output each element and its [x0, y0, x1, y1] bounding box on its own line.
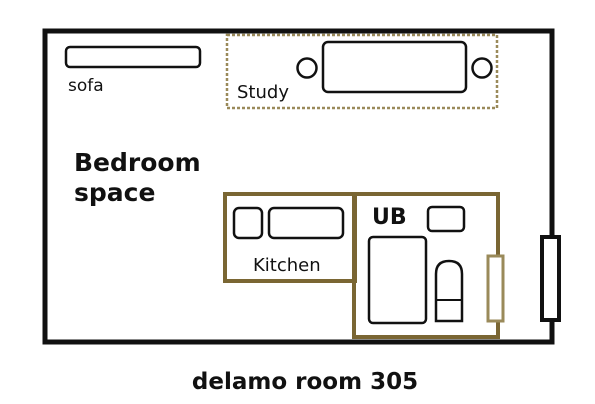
- bathtub: [367, 235, 428, 325]
- bath-sink: [426, 205, 466, 233]
- kitchen-sink: [267, 206, 345, 240]
- window: [540, 235, 561, 322]
- study-zone: [225, 33, 499, 110]
- kitchen-stove: [232, 206, 264, 240]
- bath-door: [486, 254, 505, 323]
- kitchen-label: Kitchen: [253, 255, 321, 276]
- outer-wall: [42, 28, 555, 345]
- ub-label: UB: [372, 205, 407, 230]
- study-label: Study: [237, 82, 289, 103]
- bedroom-label-line2: space: [74, 178, 155, 207]
- study-chair-left: [296, 57, 318, 79]
- bedroom-label-line1: Bedroom: [74, 148, 201, 177]
- toilet: [434, 259, 464, 323]
- sofa-furniture: [64, 45, 202, 69]
- floor-plan-caption: delamo room 305: [192, 369, 418, 395]
- study-chair-right: [471, 57, 493, 79]
- study-desk: [321, 40, 468, 94]
- sofa-label: sofa: [68, 76, 104, 96]
